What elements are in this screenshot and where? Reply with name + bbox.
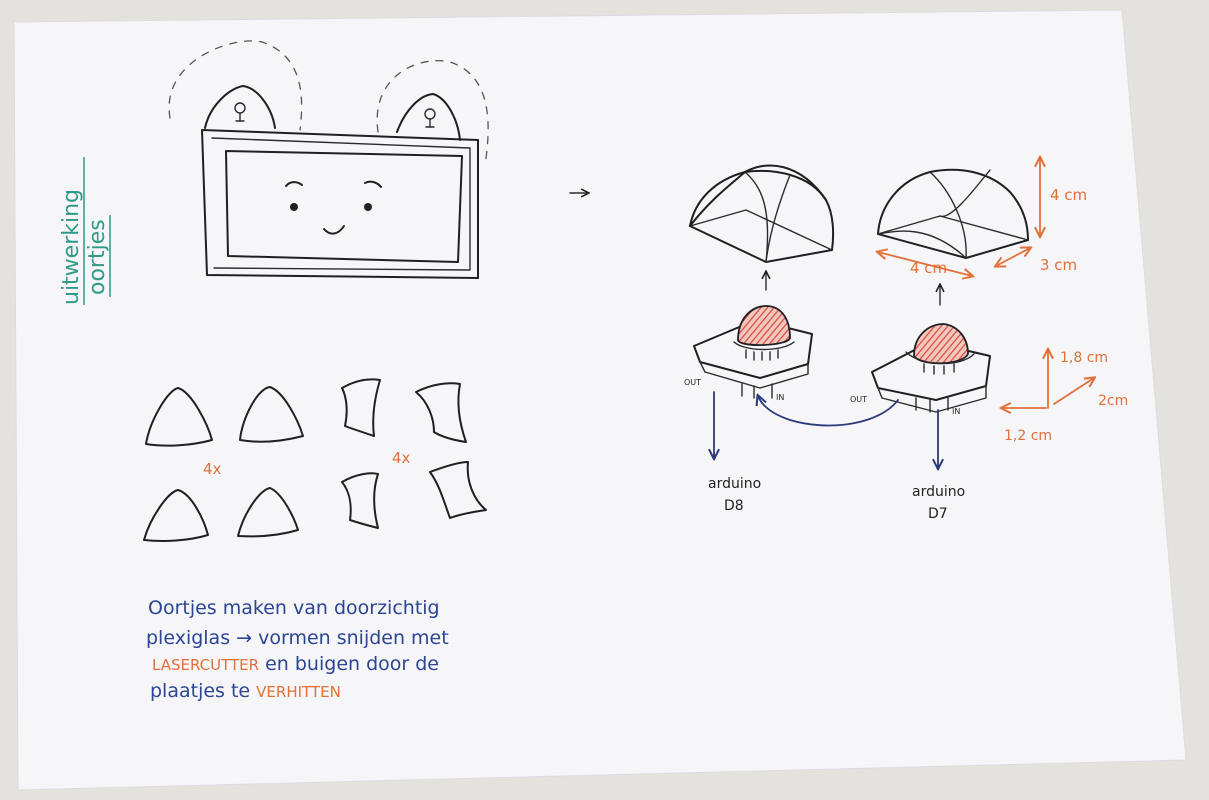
margin-title-line-1: uitwerking bbox=[59, 189, 84, 305]
dim-height: 4 cm bbox=[1050, 186, 1087, 204]
note-line-2: plexiglas → vormen snijden met bbox=[146, 627, 449, 649]
target-left-line-2: D8 bbox=[724, 498, 744, 514]
note-line-3: LASERCUTTER en buigen door de bbox=[152, 653, 439, 675]
margin-title-line-2: oortjes bbox=[85, 219, 110, 295]
label-left-out: OUT bbox=[684, 378, 701, 387]
dim-module-depth: 2cm bbox=[1098, 393, 1128, 409]
note-segment: Oortjes maken van doorzichtig bbox=[148, 597, 440, 619]
dim-module-width: 1,2 cm bbox=[1004, 428, 1052, 444]
note-segment: en buigen door de bbox=[259, 653, 439, 675]
note-line-4: plaatjes te VERHITTEN bbox=[150, 680, 341, 702]
dim-module-height: 1,8 cm bbox=[1060, 350, 1108, 366]
target-right-line-2: D7 bbox=[928, 506, 948, 522]
face-right-eye bbox=[364, 203, 372, 211]
multiplier-left: 4x bbox=[203, 460, 222, 478]
dim-depth: 3 cm bbox=[1040, 256, 1077, 274]
label-left-in: IN bbox=[776, 393, 784, 402]
label-right-in: IN bbox=[952, 407, 960, 416]
label-right-out: OUT bbox=[850, 395, 867, 404]
note-line-1: Oortjes maken van doorzichtig bbox=[148, 597, 440, 619]
multiplier-right: 4x bbox=[392, 449, 411, 467]
note-highlight: LASERCUTTER bbox=[152, 656, 259, 674]
target-left-line-1: arduino bbox=[708, 476, 761, 492]
note-highlight: VERHITTEN bbox=[256, 683, 341, 701]
note-segment: plaatjes te bbox=[150, 680, 256, 702]
face-left-eye bbox=[290, 203, 298, 211]
dim-width: 4 cm bbox=[910, 259, 947, 277]
target-right-line-1: arduino bbox=[912, 484, 965, 500]
note-segment: plexiglas → vormen snijden met bbox=[146, 627, 449, 649]
